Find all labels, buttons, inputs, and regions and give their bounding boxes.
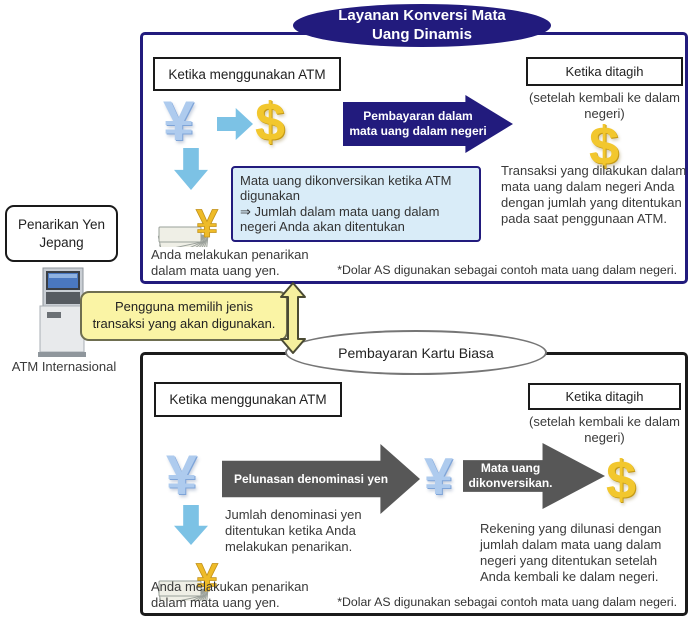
choice-double-arrow-icon bbox=[280, 282, 306, 354]
fan-yen-glyph: ¥ bbox=[196, 202, 219, 246]
conversion-info-line1: Mata uang dikonversikan ketika ATM digun… bbox=[240, 173, 452, 204]
reg-footnote: *Dolar AS digunakan sebagai contoh mata … bbox=[337, 595, 677, 609]
dcc-service-banner: Layanan Konversi Mata Uang Dinamis bbox=[293, 4, 551, 47]
reg-billed-sub: (setelah kembali ke dalam negeri) bbox=[528, 414, 681, 445]
dcc-atm-usage-box: Ketika menggunakan ATM bbox=[153, 57, 341, 91]
withdraw-arrow-icon bbox=[174, 148, 208, 190]
dollar-icon: $ bbox=[255, 92, 286, 152]
denomination-note: Jumlah denominasi yen ditentukan ketika … bbox=[225, 507, 362, 554]
dcc-billed-text: Transaksi yang dilakukan dalam mata uang… bbox=[501, 163, 687, 226]
regular-panel: Ketika menggunakan ATM Ketika ditagih (s… bbox=[140, 352, 688, 616]
dcc-billed-sub: (setelah kembali ke dalam negeri) bbox=[528, 90, 681, 121]
currency-converted-arrow: Mata uang dikonversikan. bbox=[463, 443, 605, 509]
reg-yen-icon: ¥ bbox=[166, 443, 198, 506]
billed-dollar-icon: $ bbox=[589, 116, 620, 176]
domestic-payment-arrow-label: Pembayaran dalam mata uang dalam negeri bbox=[349, 109, 487, 138]
dcc-footnote: *Dolar AS digunakan sebagai contoh mata … bbox=[337, 263, 677, 277]
dcc-billed-box: Ketika ditagih bbox=[526, 57, 683, 86]
convert-arrow-icon bbox=[217, 108, 253, 140]
conversion-info-line2: ⇒ Jumlah dalam mata uang dalam negeri An… bbox=[240, 203, 440, 234]
reg-yen-icon-2: ¥ bbox=[424, 448, 453, 506]
reg-billed-text: Rekening yang dilunasi dengan jumlah dal… bbox=[480, 521, 662, 584]
yen-settlement-arrow: Pelunasan denominasi yen bbox=[222, 444, 420, 514]
reg-atm-usage-box: Ketika menggunakan ATM bbox=[154, 382, 342, 417]
regular-payment-title: Pembayaran Kartu Biasa bbox=[285, 330, 547, 375]
conversion-info-box: Mata uang dikonversikan ketika ATM digun… bbox=[231, 166, 481, 242]
transaction-selector-note: Pengguna memilih jenis transaksi yang ak… bbox=[80, 291, 288, 341]
yen-settlement-arrow-label: Pelunasan denominasi yen bbox=[233, 471, 389, 486]
currency-converted-arrow-label: Mata uang dikonversikan. bbox=[468, 461, 553, 490]
banner-title: Layanan Konversi Mata Uang Dinamis bbox=[338, 6, 506, 43]
reg-billed-box: Ketika ditagih bbox=[528, 383, 681, 410]
yen-banknotes-icon: ¥ bbox=[157, 202, 219, 247]
fan-yen-glyph: ¥ bbox=[196, 556, 219, 600]
reg-yen-banknotes-icon: ¥ bbox=[157, 556, 219, 601]
yen-icon: ¥ bbox=[163, 89, 195, 152]
atm-machine-icon bbox=[38, 267, 86, 357]
reg-dollar-icon: $ bbox=[606, 450, 637, 510]
reg-withdraw-note: Anda melakukan penarikan dalam mata uang… bbox=[151, 579, 309, 610]
dcc-withdraw-note: Anda melakukan penarikan dalam mata uang… bbox=[151, 247, 309, 278]
dcc-panel: Ketika menggunakan ATM ¥ $ Pembayaran da… bbox=[140, 32, 688, 284]
domestic-payment-arrow: Pembayaran dalam mata uang dalam negeri bbox=[343, 95, 513, 153]
yen-withdrawal-box: Penarikan Yen Jepang bbox=[5, 205, 118, 262]
atm-caption: ATM Internasional bbox=[11, 359, 117, 374]
